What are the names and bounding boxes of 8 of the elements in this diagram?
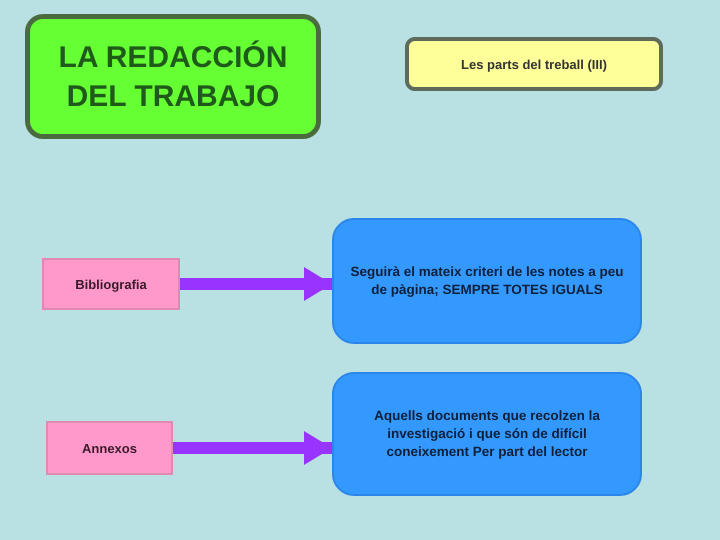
note-box: Les parts del treball (III): [405, 37, 663, 91]
description-box: Seguirà el mateix criteri de les notes a peu de pàgina; SEMPRE TOTES IGUALS: [332, 218, 642, 344]
title-box: LA REDACCIÓN DEL TRABAJO: [25, 14, 321, 139]
topic-box: Annexos: [46, 421, 173, 475]
arrow: [173, 431, 332, 465]
description-box: Aquells documents que recolzen la investigació i que són de difícil coneixement Per part del lector: [332, 372, 642, 496]
arrow: [180, 267, 332, 301]
topic-box: Bibliografia: [42, 258, 180, 310]
